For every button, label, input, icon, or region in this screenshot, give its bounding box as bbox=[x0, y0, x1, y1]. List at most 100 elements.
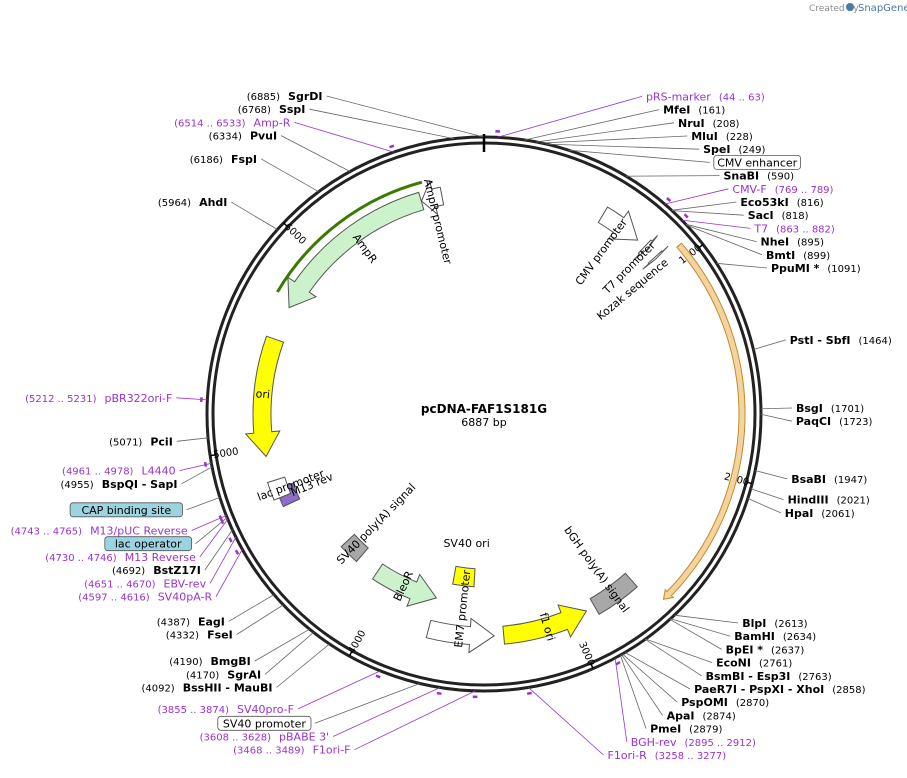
enzyme-label-pmei[interactable]: PmeI(2879) bbox=[650, 723, 722, 736]
primer-label-f1ori-r[interactable]: F1ori-R(3258 .. 3277) bbox=[608, 749, 727, 762]
enzyme-label-bspqi-sapi[interactable]: (4955)BspQI - SapI bbox=[60, 478, 177, 491]
enzyme-label-pcii[interactable]: (5071)PciI bbox=[109, 435, 173, 448]
enzyme-name: BmtI bbox=[766, 249, 795, 262]
enzyme-position: (818) bbox=[782, 211, 809, 222]
enzyme-label-hpai[interactable]: HpaI(2061) bbox=[785, 507, 855, 520]
enzyme-label-eco53ki[interactable]: Eco53kI(816) bbox=[740, 196, 823, 209]
feature-bgh-poly-a-signal[interactable] bbox=[589, 572, 639, 615]
feature-faf1-insert[interactable] bbox=[662, 242, 746, 600]
feature-f1-ori[interactable] bbox=[502, 604, 588, 645]
feature-ori[interactable] bbox=[244, 335, 285, 458]
feature-t7-promoter[interactable] bbox=[633, 235, 659, 261]
enzyme-label-econi[interactable]: EcoNI(2761) bbox=[716, 657, 792, 670]
primer-label-m13-reverse[interactable]: (4730 .. 4746)M13 Reverse bbox=[45, 551, 196, 564]
feature-cmv-promoter[interactable] bbox=[597, 206, 639, 241]
enzyme-position: (1947) bbox=[834, 475, 867, 486]
feature-sv40-poly-a-signal[interactable] bbox=[340, 533, 369, 563]
enzyme-position: (6186) bbox=[190, 155, 223, 166]
enzyme-label-bsshii-maubi[interactable]: (4092)BssHII - MauBI bbox=[141, 682, 272, 695]
primer-name: F1ori-R bbox=[608, 749, 648, 762]
primer-range: (3855 .. 3874) bbox=[158, 705, 230, 716]
feature-lac-promoter[interactable] bbox=[266, 476, 292, 501]
boxed-feature-lac-operator[interactable]: lac operator bbox=[115, 538, 182, 551]
enzyme-label-mlui[interactable]: MluI(228) bbox=[691, 130, 753, 143]
feature-ampr-promoter[interactable] bbox=[420, 179, 445, 216]
feature-em7-promoter[interactable] bbox=[425, 617, 496, 654]
primer-label-l4440[interactable]: (4961 .. 4978)L4440 bbox=[62, 465, 176, 478]
site-label-group: T7(863 .. 882) bbox=[753, 222, 835, 235]
site-label-group: (4955)BspQI - SapI bbox=[60, 478, 177, 491]
primer-range: (4961 .. 4978) bbox=[62, 467, 134, 478]
enzyme-position: (4190) bbox=[169, 657, 202, 668]
enzyme-label-bmgbi[interactable]: (4190)BmgBI bbox=[169, 655, 250, 668]
primer-label-m13-puc-reverse[interactable]: (4743 .. 4765)M13/pUC Reverse bbox=[11, 525, 188, 538]
enzyme-label-mfei[interactable]: MfeI(161) bbox=[663, 104, 725, 117]
enzyme-position: (2870) bbox=[736, 698, 769, 709]
boxed-feature-sv40-promoter[interactable]: SV40 promoter bbox=[223, 717, 307, 730]
enzyme-position: (2761) bbox=[759, 659, 792, 670]
enzyme-label-apai[interactable]: ApaI(2874) bbox=[667, 709, 736, 722]
primer-label-cmv-f[interactable]: CMV-F(769 .. 789) bbox=[732, 183, 833, 196]
enzyme-label-fspi[interactable]: (6186)FspI bbox=[190, 153, 257, 166]
primer-label-f1ori-f[interactable]: (3468 .. 3489)F1ori-F bbox=[233, 744, 350, 757]
enzyme-position: (4332) bbox=[166, 631, 199, 642]
feature-bleor[interactable] bbox=[371, 563, 438, 607]
enzyme-label-sgrdi[interactable]: (6885)SgrDI bbox=[247, 90, 323, 103]
enzyme-label-paer7i-pspxi-xhoi[interactable]: PaeR7I - PspXI - XhoI(2858) bbox=[694, 683, 866, 696]
enzyme-label-fsei[interactable]: (4332)FseI bbox=[166, 629, 233, 642]
enzyme-position: (2763) bbox=[798, 672, 831, 683]
primer-label-pbabe-3[interactable]: (3608 .. 3628)pBABE 3' bbox=[200, 731, 330, 744]
enzyme-label-bmti[interactable]: BmtI(899) bbox=[766, 249, 830, 262]
leader-line bbox=[669, 618, 722, 650]
primer-label-t7[interactable]: T7(863 .. 882) bbox=[753, 222, 835, 235]
enzyme-label-blpi[interactable]: BlpI(2613) bbox=[742, 617, 807, 630]
enzyme-label-bsgi[interactable]: BsgI(1701) bbox=[796, 402, 864, 415]
site-label-group: SacI(818) bbox=[748, 209, 809, 222]
primer-label-ebv-rev[interactable]: (4651 .. 4670)EBV-rev bbox=[84, 577, 206, 590]
primer-label-sv40pro-f[interactable]: (3855 .. 3874)SV40pro-F bbox=[158, 703, 294, 716]
enzyme-label-eagi[interactable]: (4387)EagI bbox=[157, 615, 225, 628]
enzyme-label-pvui[interactable]: (6334)PvuI bbox=[209, 130, 277, 143]
enzyme-label-pspomi[interactable]: PspOMI(2870) bbox=[681, 696, 769, 709]
enzyme-label-bsmbi-esp3i[interactable]: BsmBI - Esp3I(2763) bbox=[706, 670, 832, 683]
primer-label-sv40pa-r[interactable]: (4597 .. 4616)SV40pA-R bbox=[78, 591, 212, 604]
primer-label-prs-marker[interactable]: pRS-marker(44 .. 63) bbox=[646, 90, 765, 103]
enzyme-label-spei[interactable]: SpeI(249) bbox=[703, 143, 765, 156]
site-label-group: SnaBI(590) bbox=[724, 170, 795, 183]
primer-label-amp-r[interactable]: (6514 .. 6533)Amp-R bbox=[174, 116, 291, 129]
enzyme-label-ahdi[interactable]: (5964)AhdI bbox=[158, 196, 228, 209]
feature-ampr[interactable] bbox=[287, 191, 425, 309]
enzyme-label-saci[interactable]: SacI(818) bbox=[748, 209, 809, 222]
feature-sv40-ori[interactable] bbox=[452, 565, 476, 588]
primer-range: (3468 .. 3489) bbox=[233, 746, 305, 757]
boxed-feature-cmv-enhancer[interactable]: CMV enhancer bbox=[717, 156, 797, 169]
primer-name: pBABE 3' bbox=[279, 731, 329, 744]
enzyme-position: (6334) bbox=[209, 132, 242, 143]
enzyme-label-paqci[interactable]: PaqCI(1723) bbox=[796, 415, 873, 428]
enzyme-name: BsgI bbox=[796, 402, 823, 415]
enzyme-label-snabi[interactable]: SnaBI(590) bbox=[724, 170, 795, 183]
primer-label-pbr322ori-f[interactable]: (5212 .. 5231)pBR322ori-F bbox=[25, 392, 172, 405]
enzyme-label-hindiii[interactable]: HindIII(2021) bbox=[788, 494, 870, 507]
enzyme-label-nhei[interactable]: NheI(895) bbox=[761, 236, 825, 249]
enzyme-label-sspi[interactable]: (6768)SspI bbox=[238, 103, 306, 116]
scale-tick bbox=[348, 650, 353, 657]
leader-line bbox=[760, 413, 792, 422]
site-label-group: (5071)PciI bbox=[109, 435, 173, 448]
site-label-group: HindIII(2021) bbox=[788, 494, 870, 507]
enzyme-label-ppumi[interactable]: PpuMI *(1091) bbox=[771, 262, 861, 275]
primer-site-mark bbox=[683, 213, 689, 219]
enzyme-label-bamhi[interactable]: BamHI(2634) bbox=[734, 630, 816, 643]
site-label-group: (4387)EagI bbox=[157, 615, 225, 628]
enzyme-label-bstz17i[interactable]: (4692)BstZ17I bbox=[112, 564, 201, 577]
enzyme-label-psti-sbfi[interactable]: PstI - SbfI(1464) bbox=[790, 334, 892, 347]
enzyme-label-sgrai[interactable]: (4170)SgrAI bbox=[186, 668, 261, 681]
enzyme-label-nrui[interactable]: NruI(208) bbox=[678, 117, 740, 130]
enzyme-position: (161) bbox=[698, 106, 725, 117]
primer-label-bgh-rev[interactable]: BGH-rev(2895 .. 2912) bbox=[631, 736, 756, 749]
feature-kozak-sequence[interactable] bbox=[642, 245, 669, 270]
boxed-feature-cap-binding-site[interactable]: CAP binding site bbox=[81, 504, 171, 517]
enzyme-label-bsabi[interactable]: BsaBI(1947) bbox=[791, 473, 867, 486]
enzyme-label-bpei[interactable]: BpEI *(2637) bbox=[726, 643, 805, 656]
